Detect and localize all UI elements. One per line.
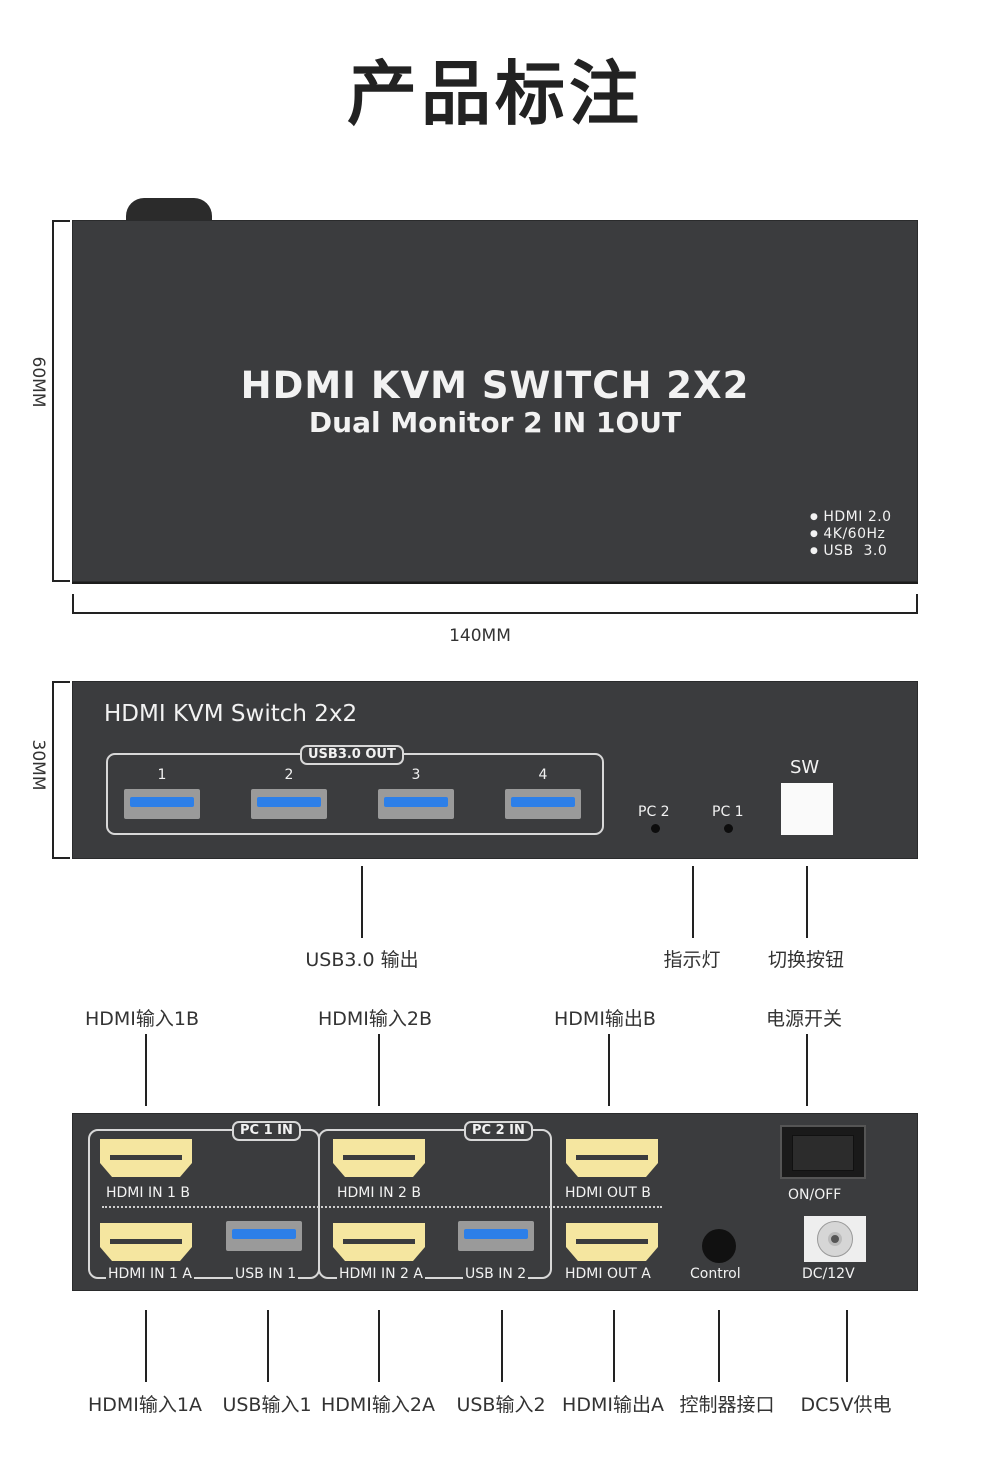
row-divider xyxy=(102,1206,662,1208)
hdmi-out-b-port[interactable] xyxy=(566,1139,658,1177)
pc1-in-label: PC 1 IN xyxy=(232,1121,301,1141)
usb-out-callout: USB3.0 输出 xyxy=(305,949,419,971)
switch-callout: 切换按钮 xyxy=(767,949,844,971)
width-dimension-line xyxy=(72,612,918,614)
hdmi-in-2b-callout-line xyxy=(378,1034,380,1106)
control-port-callout-line xyxy=(718,1310,720,1382)
usb-out-group-label: USB3.0 OUT xyxy=(300,745,404,765)
usb-in-2-callout-line xyxy=(501,1310,503,1382)
kvm-front-panel: HDMI KVM Switch 2x2 USB3.0 OUT 1 2 3 4 P… xyxy=(72,681,918,859)
led-pc1-label: PC 1 xyxy=(712,804,744,820)
pc2-in-label: PC 2 IN xyxy=(464,1121,533,1141)
hdmi-out-a-callout: HDMI输出A xyxy=(562,1394,664,1416)
product-name: HDMI KVM SWITCH 2X2 xyxy=(240,364,750,407)
width-dimension-tick-right xyxy=(916,594,918,614)
control-port-label: Control xyxy=(690,1266,741,1282)
hdmi-in-2a-callout: HDMI输入2A xyxy=(320,1394,435,1416)
indicator-callout: 指示灯 xyxy=(663,949,721,971)
kvm-top-view: HDMI KVM SWITCH 2X2 Dual Monitor 2 IN 1O… xyxy=(72,198,918,584)
spec-resolution: 4K/60Hz xyxy=(810,526,885,542)
usb-out-port-4[interactable] xyxy=(505,789,581,819)
power-callout: DC5V供电 xyxy=(800,1394,892,1416)
indicator-callout-line xyxy=(692,866,694,938)
usb-port-2-number: 2 xyxy=(284,767,294,783)
hdmi-in-1a-label: HDMI IN 1 A xyxy=(106,1266,194,1282)
hdmi-in-1a-callout: HDMI输入1A xyxy=(87,1394,202,1416)
hdmi-in-2a-port[interactable] xyxy=(333,1223,425,1261)
front-panel-title: HDMI KVM Switch 2x2 xyxy=(104,701,358,727)
hdmi-in-1b-port[interactable] xyxy=(100,1139,192,1177)
hdmi-in-1b-label: HDMI IN 1 B xyxy=(106,1185,190,1201)
front-height-dimension-label: 30MM xyxy=(28,739,48,791)
hdmi-in-1a-callout-line xyxy=(145,1310,147,1382)
switch-button[interactable] xyxy=(781,783,833,835)
hdmi-out-a-port[interactable] xyxy=(566,1223,658,1261)
height-dimension-line xyxy=(52,220,54,582)
power-switch-callout-line xyxy=(806,1034,808,1106)
power-switch[interactable] xyxy=(780,1125,866,1179)
hdmi-in-2a-label: HDMI IN 2 A xyxy=(337,1266,425,1282)
product-subtitle: Dual Monitor 2 IN 1OUT xyxy=(308,406,682,439)
spec-usb: USB 3.0 xyxy=(810,543,887,559)
hdmi-out-b-callout: HDMI输出B xyxy=(554,1008,656,1030)
usb-out-port-1[interactable] xyxy=(124,789,200,819)
pc2-in-group xyxy=(318,1129,552,1279)
height-dimension-label: 60MM xyxy=(28,356,48,408)
hdmi-in-2b-port[interactable] xyxy=(333,1139,425,1177)
usb-in-1-callout-line xyxy=(267,1310,269,1382)
page-title: 产品标注 xyxy=(347,53,643,135)
width-dimension-label: 140MM xyxy=(449,626,511,646)
hdmi-out-a-callout-line xyxy=(613,1310,615,1382)
usb-out-callout-line xyxy=(361,866,363,938)
control-port[interactable] xyxy=(702,1229,736,1263)
usb-in-2-callout: USB输入2 xyxy=(456,1394,546,1416)
front-height-tick-bottom xyxy=(52,857,70,859)
front-height-tick-top xyxy=(52,681,70,683)
dc-power-jack[interactable] xyxy=(804,1216,866,1262)
power-callout-line xyxy=(846,1310,848,1382)
led-pc1 xyxy=(724,824,733,833)
usb-out-port-2[interactable] xyxy=(251,789,327,819)
hdmi-in-1b-callout-line xyxy=(145,1034,147,1106)
hdmi-in-2b-label: HDMI IN 2 B xyxy=(337,1185,421,1201)
dc-power-label: DC/12V xyxy=(802,1266,855,1282)
hdmi-in-2b-callout: HDMI输入2B xyxy=(317,1008,433,1030)
height-dimension-tick-top xyxy=(52,220,70,222)
hdmi-in-1a-port[interactable] xyxy=(100,1223,192,1261)
power-switch-label: ON/OFF xyxy=(788,1187,842,1203)
switch-callout-line xyxy=(806,866,808,938)
hdmi-out-a-label: HDMI OUT A xyxy=(565,1266,651,1282)
spec-hdmi: HDMI 2.0 xyxy=(810,509,892,525)
usb-in-1-label: USB IN 1 xyxy=(233,1266,299,1282)
usb-in-2-port[interactable] xyxy=(458,1221,534,1251)
control-port-callout: 控制器接口 xyxy=(679,1394,775,1416)
front-height-dimension-line xyxy=(52,681,54,859)
height-dimension-tick-bottom xyxy=(52,580,70,582)
hdmi-out-b-label: HDMI OUT B xyxy=(565,1185,651,1201)
kvm-back-panel: PC 1 IN PC 2 IN HDMI IN 1 B HDMI IN 2 B … xyxy=(72,1113,918,1291)
usb-port-1-number: 1 xyxy=(157,767,167,783)
hdmi-in-1b-callout: HDMI输入1B xyxy=(84,1008,200,1030)
hdmi-out-b-callout-line xyxy=(608,1034,610,1106)
usb-port-3-number: 3 xyxy=(411,767,421,783)
usb-in-2-label: USB IN 2 xyxy=(463,1266,529,1282)
switch-button-label: SW xyxy=(790,757,820,778)
usb-out-port-3[interactable] xyxy=(378,789,454,819)
led-pc2 xyxy=(651,824,660,833)
power-switch-callout: 电源开关 xyxy=(765,1008,842,1030)
usb-port-4-number: 4 xyxy=(538,767,548,783)
hdmi-in-2a-callout-line xyxy=(378,1310,380,1382)
power-switch-bump xyxy=(126,198,212,220)
usb-in-1-port[interactable] xyxy=(226,1221,302,1251)
width-dimension-tick-left xyxy=(72,594,74,614)
usb-in-1-callout: USB输入1 xyxy=(222,1394,312,1416)
led-pc2-label: PC 2 xyxy=(638,804,670,820)
